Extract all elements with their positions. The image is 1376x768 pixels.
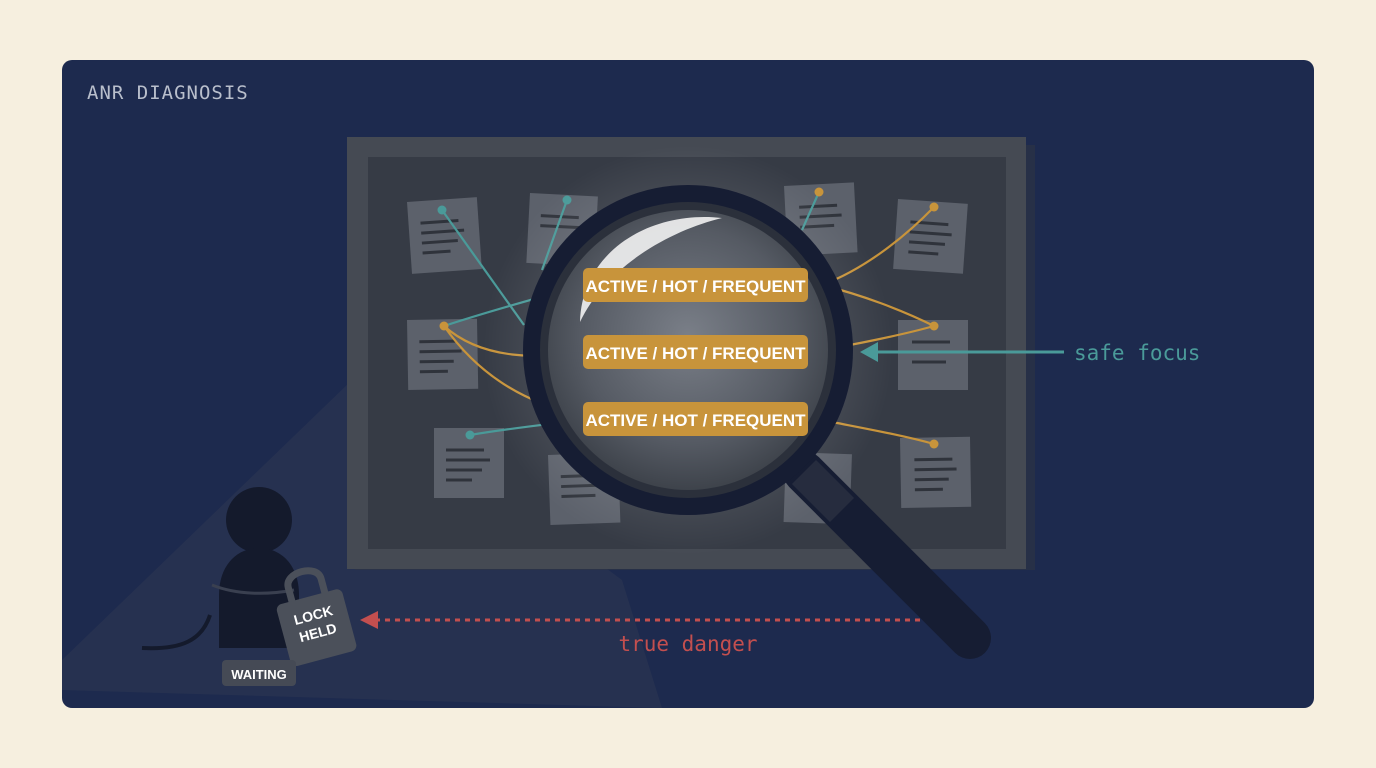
hot-label-3: ACTIVE / HOT / FREQUENT (583, 402, 808, 436)
safe-focus-annotation: safe focus (860, 341, 1200, 365)
note-icon (407, 197, 482, 274)
status-badge-text: WAITING (231, 667, 287, 682)
panel-title: ANR DIAGNOSIS (87, 82, 249, 104)
hot-label-1: ACTIVE / HOT / FREQUENT (583, 268, 808, 302)
arrow-left-icon (360, 611, 378, 629)
note-icon (893, 199, 968, 274)
safe-focus-label: safe focus (1074, 341, 1200, 365)
hot-label-2: ACTIVE / HOT / FREQUENT (583, 335, 808, 369)
note-icon (900, 436, 972, 508)
diagram-canvas: ACTIVE / HOT / FREQUENT ACTIVE / HOT / F… (62, 137, 1200, 708)
hot-label-text: ACTIVE / HOT / FREQUENT (585, 277, 806, 296)
true-danger-label: true danger (618, 632, 757, 656)
hot-label-text: ACTIVE / HOT / FREQUENT (585, 411, 806, 430)
note-icon (407, 318, 479, 390)
padlock-icon: LOCK HELD (276, 567, 357, 667)
arrow-left-icon (860, 342, 878, 362)
hot-labels: ACTIVE / HOT / FREQUENT ACTIVE / HOT / F… (583, 268, 808, 436)
true-danger-annotation: true danger (360, 611, 920, 656)
status-badge: WAITING (222, 660, 296, 686)
person-icon (141, 487, 299, 651)
diagram-panel: ANR DIAGNOSIS (62, 60, 1314, 708)
hot-label-text: ACTIVE / HOT / FREQUENT (585, 344, 806, 363)
note-icon (898, 320, 968, 390)
note-icon (434, 428, 504, 498)
